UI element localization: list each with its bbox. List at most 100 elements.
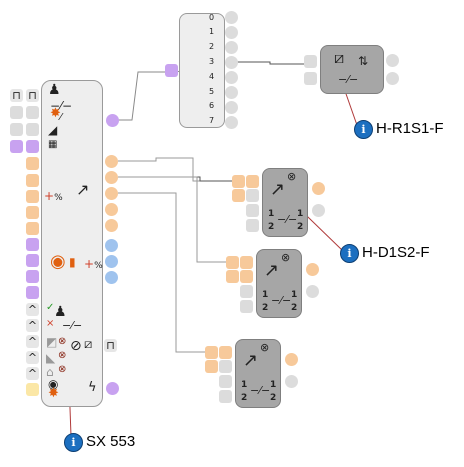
output-terminal[interactable] bbox=[225, 116, 238, 129]
terminal[interactable] bbox=[26, 157, 39, 170]
channel-number: 2 bbox=[297, 222, 304, 232]
output-terminal[interactable] bbox=[225, 41, 238, 54]
info-icon[interactable]: i bbox=[354, 120, 373, 139]
terminal[interactable] bbox=[10, 106, 23, 119]
channel-number: 1 bbox=[291, 290, 298, 300]
dimmer-curve-icon: ↗ bbox=[264, 260, 280, 281]
output-terminal[interactable] bbox=[105, 187, 118, 200]
input-terminal[interactable] bbox=[240, 256, 253, 269]
input-terminal[interactable] bbox=[246, 175, 259, 188]
terminal[interactable] bbox=[26, 270, 39, 283]
output-terminal[interactable] bbox=[285, 375, 298, 388]
switch-icon: −⁄− bbox=[50, 99, 73, 113]
dimmer-level-icon: +% bbox=[84, 257, 103, 271]
selector-position-label: 1 bbox=[209, 27, 215, 36]
output-terminal[interactable] bbox=[105, 255, 118, 268]
info-icon[interactable]: i bbox=[64, 433, 83, 452]
sun-icon: ✸ bbox=[50, 106, 61, 121]
input-terminal[interactable] bbox=[246, 189, 259, 202]
input-terminal[interactable] bbox=[205, 360, 218, 373]
output-terminal[interactable] bbox=[285, 353, 298, 366]
caret-terminal[interactable]: ^ bbox=[26, 319, 39, 332]
caret-terminal[interactable]: ^ bbox=[26, 351, 39, 364]
dimmer-curve-icon: ↗ bbox=[243, 350, 259, 371]
sensor-icon: ⊗ bbox=[58, 364, 67, 375]
output-terminal[interactable] bbox=[105, 239, 118, 252]
bracket-terminal[interactable]: ⊓ bbox=[104, 339, 117, 352]
output-terminal[interactable] bbox=[105, 171, 118, 184]
selector-position-label: 5 bbox=[209, 87, 215, 96]
caret-terminal[interactable]: ^ bbox=[26, 335, 39, 348]
output-terminal[interactable] bbox=[225, 71, 238, 84]
output-terminal[interactable] bbox=[225, 86, 238, 99]
terminal[interactable] bbox=[10, 140, 23, 153]
output-terminal[interactable] bbox=[106, 382, 119, 395]
person-icon: ♟ bbox=[54, 304, 67, 320]
output-terminal[interactable] bbox=[105, 271, 118, 284]
terminal[interactable] bbox=[26, 123, 39, 136]
output-terminal[interactable] bbox=[106, 114, 119, 127]
terminal[interactable] bbox=[26, 174, 39, 187]
input-terminal[interactable] bbox=[240, 285, 253, 298]
output-terminal[interactable] bbox=[312, 182, 325, 195]
output-terminal[interactable] bbox=[386, 72, 399, 85]
input-terminal[interactable] bbox=[219, 360, 232, 373]
input-terminal[interactable] bbox=[219, 346, 232, 359]
caret-terminal[interactable]: ^ bbox=[26, 303, 39, 316]
input-terminal[interactable] bbox=[240, 270, 253, 283]
position-selector[interactable] bbox=[179, 13, 225, 128]
output-terminal[interactable] bbox=[105, 203, 118, 216]
terminal[interactable] bbox=[26, 206, 39, 219]
output-terminal[interactable] bbox=[105, 155, 118, 168]
dimmer-device[interactable] bbox=[256, 249, 302, 318]
terminal[interactable] bbox=[26, 222, 39, 235]
dimmer-device[interactable] bbox=[262, 168, 308, 237]
bracket-terminal[interactable]: ⊓ bbox=[26, 89, 39, 102]
output-terminal[interactable] bbox=[225, 101, 238, 114]
caret-terminal[interactable]: ^ bbox=[26, 367, 39, 380]
sun-icon: ✸ bbox=[48, 386, 59, 401]
lamp-symbol-icon: ⊗ bbox=[281, 251, 291, 264]
terminal[interactable] bbox=[26, 106, 39, 119]
info-icon[interactable]: i bbox=[340, 244, 359, 263]
output-terminal[interactable] bbox=[306, 285, 319, 298]
terminal[interactable] bbox=[26, 383, 39, 396]
output-terminal[interactable] bbox=[225, 11, 238, 24]
output-terminal[interactable] bbox=[225, 26, 238, 39]
terminal[interactable] bbox=[26, 254, 39, 267]
input-terminal[interactable] bbox=[304, 55, 317, 68]
input-terminal[interactable] bbox=[219, 390, 232, 403]
output-terminal[interactable] bbox=[105, 219, 118, 232]
input-terminal[interactable] bbox=[240, 300, 253, 313]
terminal[interactable] bbox=[26, 140, 39, 153]
output-terminal[interactable] bbox=[225, 56, 238, 69]
lamp-symbol-icon: ⊗ bbox=[287, 170, 297, 183]
bracket-terminal[interactable]: ⊓ bbox=[10, 89, 23, 102]
input-terminal[interactable] bbox=[232, 189, 245, 202]
input-terminal[interactable] bbox=[219, 375, 232, 388]
check-icon: ✓ bbox=[46, 302, 55, 313]
terminal[interactable] bbox=[26, 190, 39, 203]
input-terminal[interactable] bbox=[304, 72, 317, 85]
output-terminal[interactable] bbox=[312, 204, 325, 217]
selector-input-terminal[interactable] bbox=[165, 64, 178, 77]
main-unit-panel[interactable] bbox=[41, 80, 103, 407]
input-terminal[interactable] bbox=[226, 270, 239, 283]
relay-device[interactable] bbox=[320, 45, 384, 94]
device-label: H-D1S2-F bbox=[362, 244, 430, 261]
terminal[interactable] bbox=[26, 238, 39, 251]
input-terminal[interactable] bbox=[205, 346, 218, 359]
input-terminal[interactable] bbox=[246, 204, 259, 217]
selector-position-label: 0 bbox=[209, 13, 215, 22]
terminal[interactable] bbox=[26, 286, 39, 299]
output-terminal[interactable] bbox=[306, 263, 319, 276]
input-terminal[interactable] bbox=[226, 256, 239, 269]
dimmer-device[interactable] bbox=[235, 339, 281, 408]
input-terminal[interactable] bbox=[246, 219, 259, 232]
main-unit-label: SX 553 bbox=[86, 433, 136, 450]
switch-icon: −⁄− bbox=[250, 384, 271, 397]
output-terminal[interactable] bbox=[386, 54, 399, 67]
channel-number: 2 bbox=[241, 393, 248, 403]
terminal[interactable] bbox=[10, 123, 23, 136]
input-terminal[interactable] bbox=[232, 175, 245, 188]
